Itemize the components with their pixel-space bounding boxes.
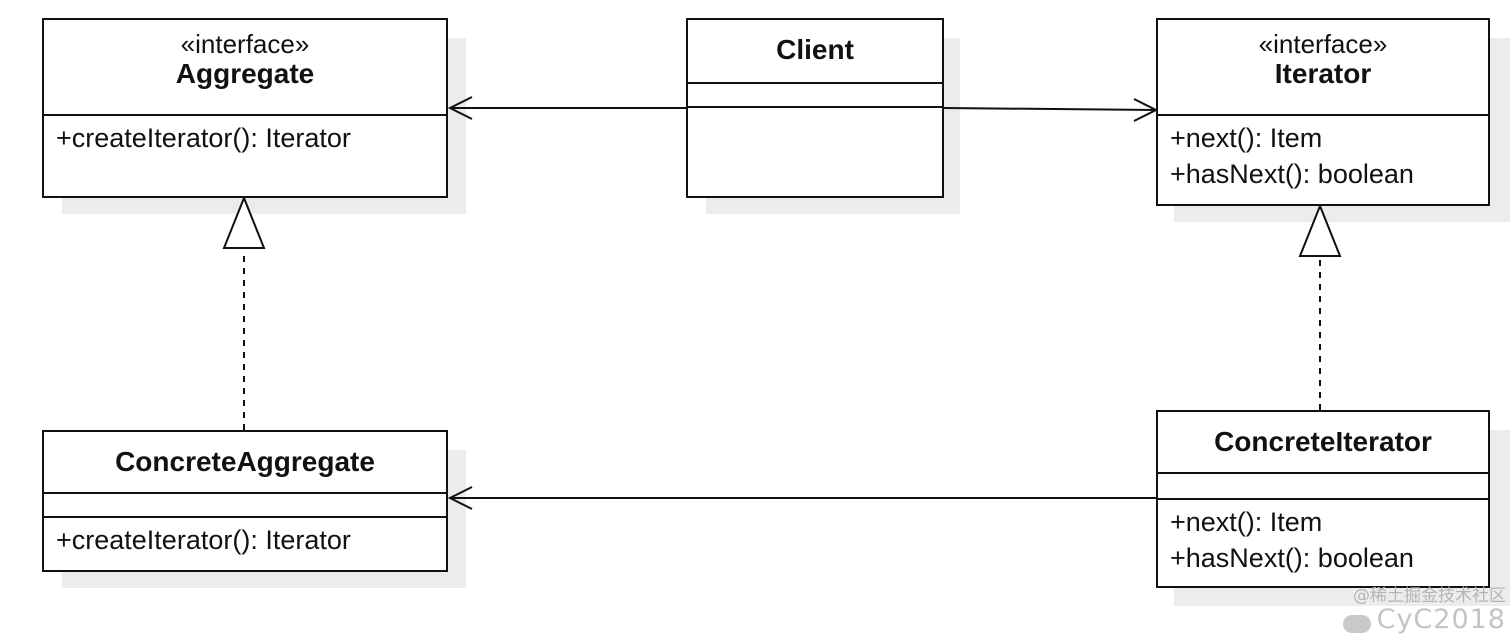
class-header: Client: [688, 20, 942, 84]
operations-compartment: +createIterator(): Iterator: [44, 518, 446, 562]
operation: +createIterator(): Iterator: [56, 123, 351, 153]
operation: +createIterator(): Iterator: [56, 525, 351, 555]
attributes-compartment: [44, 494, 446, 518]
watermark-logo-icon: [1342, 614, 1371, 633]
class-name: Client: [776, 34, 854, 65]
client-to-iterator-association: [943, 107, 1157, 111]
operations-compartment: +next(): Item +hasNext(): boolean: [1158, 116, 1488, 196]
class-header: ConcreteIterator: [1158, 412, 1488, 474]
class-name: ConcreteIterator: [1214, 426, 1432, 457]
operation: +next(): Item: [1170, 507, 1323, 537]
attributes-compartment: [688, 84, 942, 108]
class-name: Iterator: [1274, 58, 1372, 89]
operation: +hasNext(): boolean: [1170, 543, 1414, 573]
class-client: Client: [686, 18, 944, 198]
operation: +hasNext(): boolean: [1170, 159, 1414, 189]
operation: +next(): Item: [1170, 123, 1323, 153]
attributes-compartment: [1158, 474, 1488, 500]
operations-compartment: +next(): Item +hasNext(): boolean: [1158, 500, 1488, 580]
class-name: Aggregate: [175, 58, 315, 89]
class-iterator: «interface» Iterator +next(): Item +hasN…: [1156, 18, 1490, 206]
class-name: ConcreteAggregate: [115, 446, 375, 477]
class-header: «interface» Iterator: [1158, 20, 1488, 116]
class-header: ConcreteAggregate: [44, 432, 446, 494]
class-concrete-aggregate: ConcreteAggregate +createIterator(): Ite…: [42, 430, 448, 572]
class-aggregate: «interface» Aggregate +createIterator():…: [42, 18, 448, 198]
class-concrete-iterator: ConcreteIterator +next(): Item +hasNext(…: [1156, 410, 1490, 588]
watermark: @稀土掘金技术社区 CyC2018: [1342, 586, 1506, 635]
watermark-text: @稀土掘金技术社区: [1353, 586, 1506, 606]
watermark-handle: CyC2018: [1376, 604, 1506, 635]
operations-compartment: +createIterator(): Iterator: [44, 116, 446, 160]
arrowhead-open-iterator: [1133, 98, 1159, 122]
class-header: «interface» Aggregate: [44, 20, 446, 116]
stereotype-label: «interface»: [1258, 29, 1388, 59]
stereotype-label: «interface»: [180, 29, 310, 59]
